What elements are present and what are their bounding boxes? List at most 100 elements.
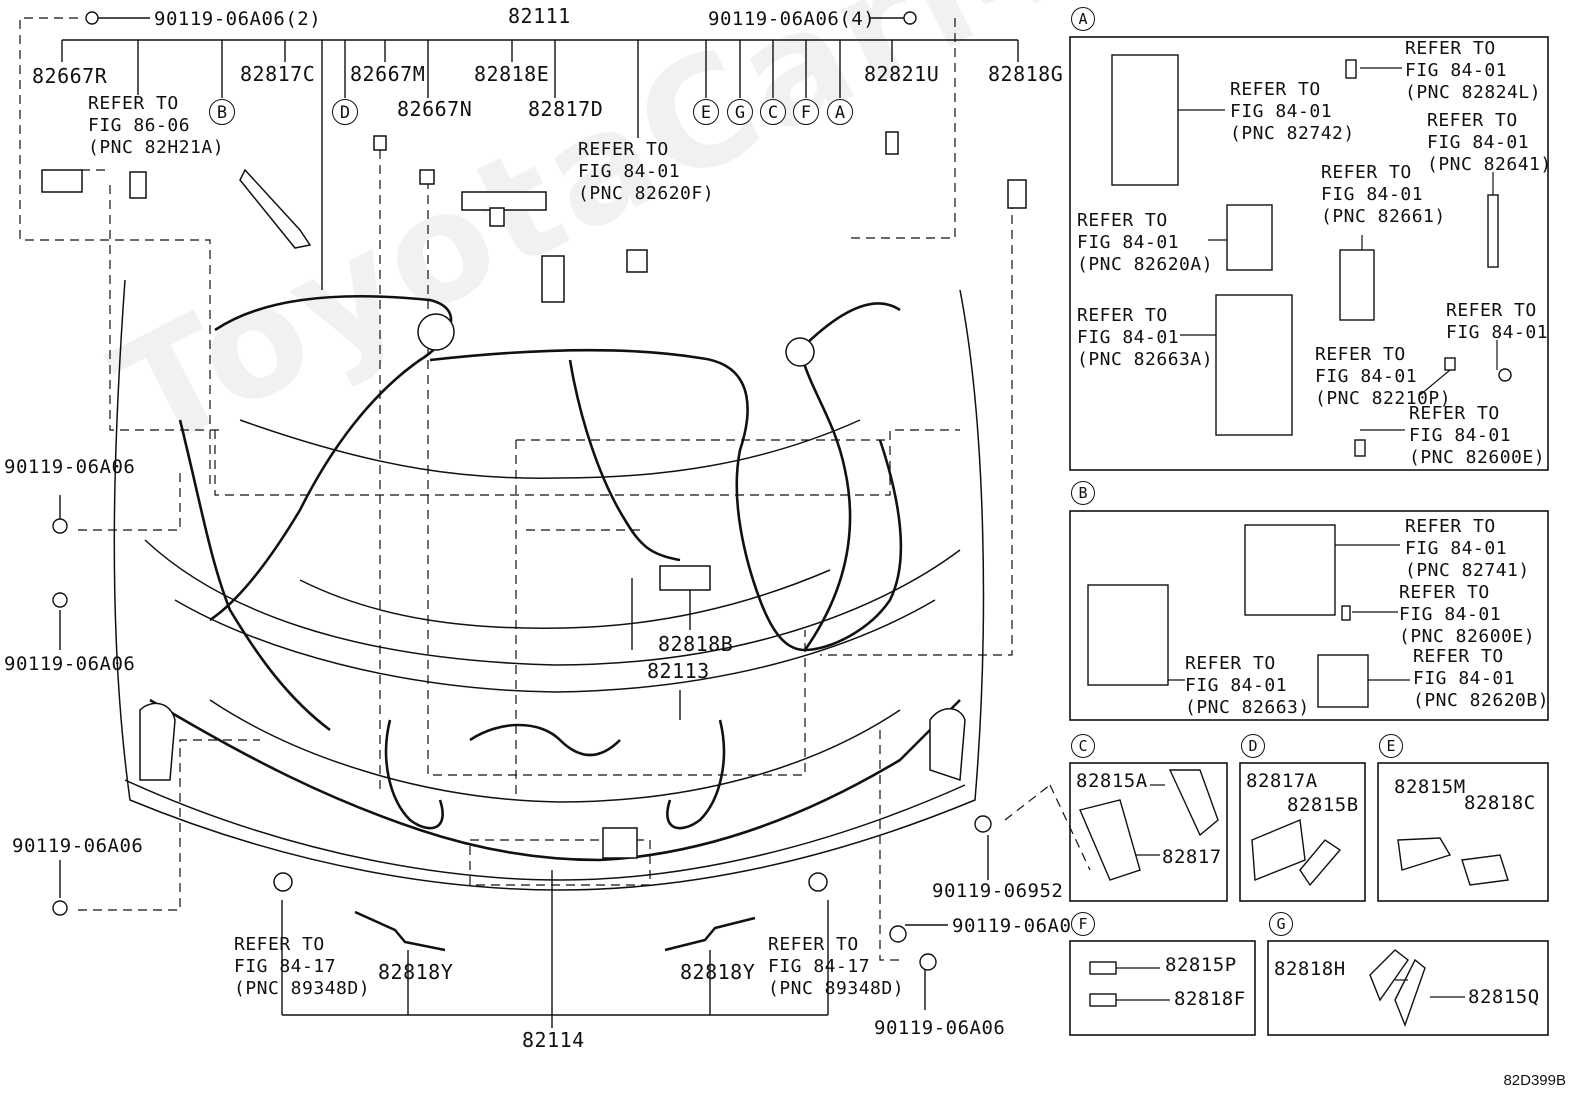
part-label-82667R: 82667R [32, 64, 108, 88]
sensor-82667R [41, 169, 83, 193]
bolt-icon [52, 592, 68, 608]
part-label-82821U: 82821U [864, 62, 940, 86]
panelF-label-82818F: 82818F [1174, 988, 1246, 1010]
marker-C: C [760, 99, 786, 125]
connector-82667N [419, 169, 435, 185]
bolt-label-top-left: 90119-06A06(2) [154, 8, 322, 30]
clamp-82818Y-left [354, 910, 446, 952]
fuse-82600E [1354, 439, 1366, 457]
panel-F-tag: F [1071, 912, 1095, 936]
fuse-block-82620B [1317, 654, 1369, 708]
bolt-label-right-2: 90119-06A06 [952, 915, 1084, 937]
part-label-82818G: 82818G [988, 62, 1064, 86]
panel-C-tag: C [1071, 734, 1095, 758]
relay-block-82663 [1087, 584, 1169, 686]
harness-left [209, 294, 453, 622]
panelB-refer-82620B: REFER TO FIG 84-01 (PNC 82620B) [1413, 646, 1550, 711]
panelA-refer-82824L: REFER TO FIG 84-01 (PNC 82824L) [1405, 38, 1542, 103]
harness-center [429, 348, 806, 652]
panelA-refer-82641: REFER TO FIG 84-01 (PNC 82641) [1427, 110, 1552, 175]
junction-block-82741 [1244, 524, 1336, 616]
panelA-refer-82663A: REFER TO FIG 84-01 (PNC 82663A) [1077, 305, 1214, 370]
panelD-label-82815B: 82815B [1287, 794, 1359, 816]
bolt-icon [1498, 368, 1512, 382]
fuse-block-82620A [1226, 204, 1273, 271]
panelA-refer-82210P: REFER TO FIG 84-01 (PNC 82210P) [1315, 344, 1452, 409]
marker-B: B [209, 99, 235, 125]
part-label-82667M: 82667M [350, 62, 426, 86]
headlamp-right [929, 708, 966, 782]
bolt-icon [52, 900, 68, 916]
fuse-82641 [1487, 194, 1499, 268]
panelE-label-82818C: 82818C [1464, 792, 1536, 814]
panel-A-tag: A [1071, 7, 1095, 31]
panelA-refer-82620A: REFER TO FIG 84-01 (PNC 82620A) [1077, 210, 1214, 275]
panel-G-frame [1267, 940, 1549, 1036]
clip-82815Q [1394, 958, 1426, 1027]
panel-D-frame [1239, 762, 1366, 902]
bolt-icon [919, 953, 937, 971]
marker-F: F [793, 99, 819, 125]
cover-82815A [1168, 769, 1219, 837]
refer-82620F: REFER TO FIG 84-01 (PNC 82620F) [578, 139, 715, 204]
fuse-82824L [1345, 59, 1357, 79]
car-body-outline [113, 279, 985, 891]
marker-E: E [693, 99, 719, 125]
panelG-label-82818H: 82818H [1274, 958, 1346, 980]
part-label-82818B: 82818B [658, 632, 734, 656]
panelD-label-82817A: 82817A [1246, 770, 1318, 792]
relay-block-82663A [1215, 294, 1293, 436]
bolt-label-right-3: 90119-06A06 [874, 1017, 1006, 1039]
part-label-82817C: 82817C [240, 62, 316, 86]
part-label-82818E: 82818E [474, 62, 550, 86]
connector-82821U [885, 131, 899, 155]
marker-G: G [727, 99, 753, 125]
bolt-label-top-right: 90119-06A06(4) [708, 8, 876, 30]
relay-box-front [602, 827, 638, 859]
panel-C-frame [1069, 762, 1228, 902]
junction-block-82742 [1111, 54, 1179, 186]
bolt-label-left-2: 90119-06A06 [4, 653, 136, 675]
panelA-refer-82742: REFER TO FIG 84-01 (PNC 82742) [1230, 79, 1355, 144]
bracket-82817C [239, 168, 312, 249]
panel-F-frame [1069, 940, 1256, 1036]
clip-82815M [1397, 837, 1452, 871]
panelG-label-82815Q: 82815Q [1468, 986, 1540, 1008]
panelF-label-82815P: 82815P [1165, 954, 1237, 976]
panelA-refer-82661: REFER TO FIG 84-01 (PNC 82661) [1321, 162, 1446, 227]
marker-D: D [332, 99, 358, 125]
part-label-82817D: 82817D [528, 97, 604, 121]
refer-fig86-06: REFER TO FIG 86-06 (PNC 82H21A) [88, 93, 225, 158]
bolt-icon [974, 815, 992, 833]
connector-82620F [626, 249, 648, 273]
part-label-82114: 82114 [522, 1028, 585, 1052]
bolt-icon [889, 925, 907, 943]
bolt-icon [52, 518, 68, 534]
connector-82667M [373, 135, 387, 151]
clip-82818G [1007, 179, 1027, 209]
part-label-82818Y-right: 82818Y [680, 960, 756, 984]
panelA-refer-82600E: REFER TO FIG 84-01 (PNC 82600E) [1409, 403, 1546, 468]
panel-E-tag: E [1379, 734, 1403, 758]
panel-B-tag: B [1071, 481, 1095, 505]
horn-right [808, 872, 828, 892]
harness-right [798, 302, 901, 651]
bracket-82817A [1251, 818, 1306, 882]
clip-82818F [1089, 993, 1117, 1007]
refer-89348D-right: REFER TO FIG 84-17 (PNC 89348D) [768, 934, 905, 999]
panelC-label-82817: 82817 [1162, 846, 1222, 868]
clip-82815B [1299, 839, 1342, 887]
clip-82815P [1089, 961, 1117, 975]
headlamp-left [139, 702, 176, 781]
clamp-82818Y-right [664, 916, 756, 952]
panelA-refer-bolt: REFER TO FIG 84-01 [1446, 300, 1549, 343]
refer-89348D-left: REFER TO FIG 84-17 (PNC 89348D) [234, 934, 371, 999]
harness-front [149, 698, 961, 862]
connector-82817D [541, 255, 565, 303]
part-label-82113: 82113 [647, 659, 710, 683]
relay-82661 [1339, 249, 1375, 321]
panelB-refer-82663: REFER TO FIG 84-01 (PNC 82663) [1185, 653, 1310, 718]
drawing-code: 82D399B [1503, 1072, 1566, 1089]
